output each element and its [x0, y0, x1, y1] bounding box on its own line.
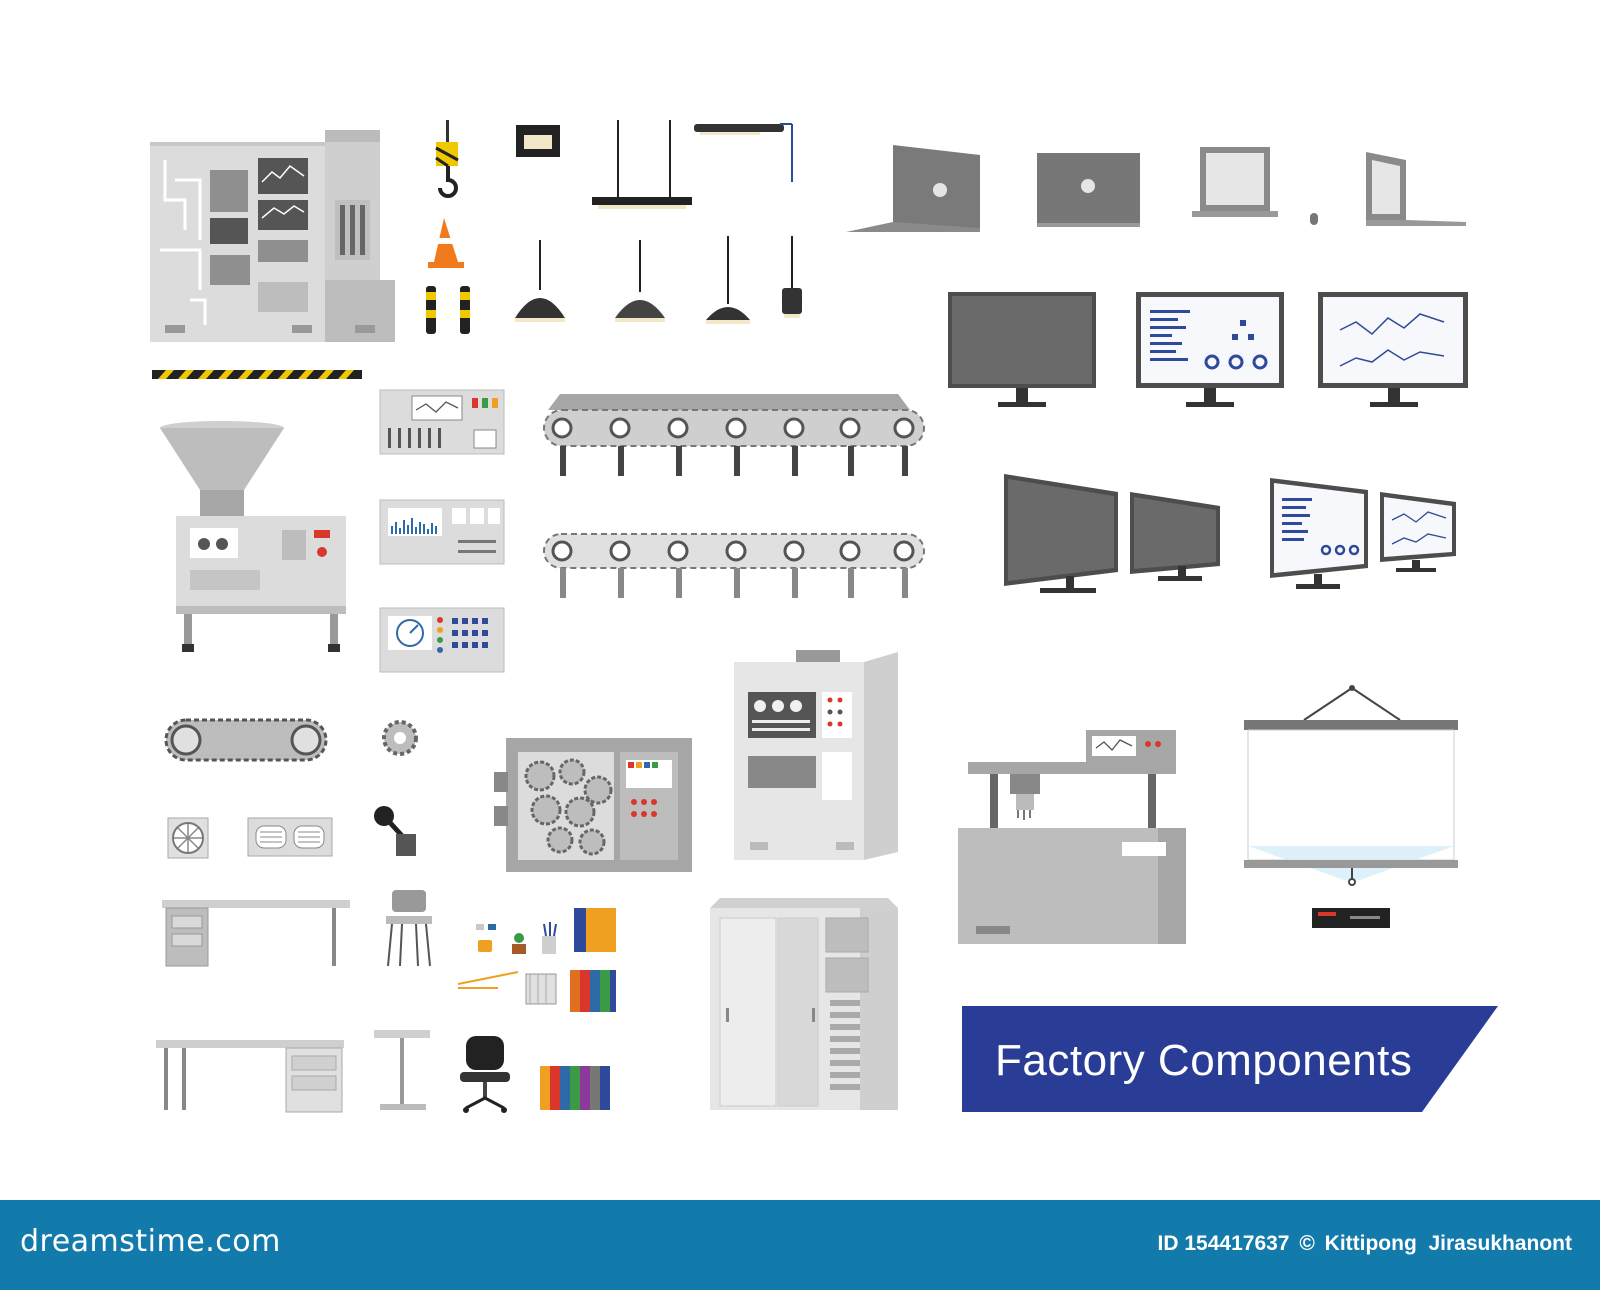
chair-icon	[386, 890, 432, 967]
copyright-symbol: ©	[1299, 1232, 1315, 1255]
chain-sprocket-icon	[164, 718, 328, 762]
gear-icon	[382, 720, 418, 756]
gauge-panel-icon	[379, 607, 505, 673]
bollard-icon	[426, 286, 470, 334]
office-supplies-icon	[457, 922, 557, 1005]
dashboard-monitor-icon	[1136, 292, 1284, 407]
illustration-canvas: Factory Components	[150, 120, 1498, 1113]
hanging-linear-light-icon	[592, 120, 692, 209]
server-cabinet-icon	[734, 650, 898, 860]
title-banner	[962, 1006, 1498, 1112]
laptop-icon	[846, 145, 1466, 232]
street-light-icon	[694, 123, 793, 182]
projector-screen-icon	[1244, 685, 1458, 886]
hopper-machine-icon	[160, 421, 346, 652]
chart-monitor-icon	[1318, 292, 1468, 407]
pendant-lamp-icon	[515, 236, 802, 324]
ceiling-light-icon	[516, 125, 560, 157]
traffic-cone-icon	[428, 218, 464, 268]
binder-icon	[540, 908, 616, 1110]
gearbox-machine-icon	[494, 738, 692, 872]
brand-logo[interactable]: dreamstime.com	[20, 1224, 281, 1259]
desk-icon	[162, 900, 350, 967]
angled-dashboard-monitor-icon	[1270, 478, 1456, 589]
equalizer-panel-icon	[379, 499, 505, 565]
angled-monitor-icon	[1004, 474, 1220, 593]
joystick-icon	[374, 806, 416, 856]
ventilation-fan-icon	[167, 817, 209, 859]
locker-cabinet-icon	[710, 898, 898, 1110]
conveyor-belt-icon	[543, 533, 925, 598]
monitor-icon	[948, 292, 1096, 407]
projector-icon	[1312, 908, 1390, 928]
image-id: ID 154417637	[1157, 1232, 1290, 1255]
banner-title: Factory Components	[995, 1036, 1413, 1085]
image-credit: ID 154417637 © Kittipong Jirasukhanont	[1154, 1232, 1572, 1256]
bar-table-icon	[374, 1030, 430, 1110]
air-vent-icon	[247, 817, 333, 857]
control-cabinet-icon	[150, 130, 395, 342]
crane-hook-icon	[435, 120, 459, 198]
control-panel-icon	[379, 389, 505, 455]
conveyor-belt-icon	[543, 394, 925, 476]
author-name[interactable]: Kittipong Jirasukhanont	[1324, 1232, 1572, 1255]
desk-icon	[156, 1040, 344, 1113]
workbench-machine-icon	[958, 730, 1186, 944]
office-chair-icon	[460, 1036, 510, 1113]
footer-bar: dreamstime.com ID 154417637 © Kittipong …	[0, 1200, 1600, 1290]
hazard-stripe-icon	[152, 370, 362, 379]
